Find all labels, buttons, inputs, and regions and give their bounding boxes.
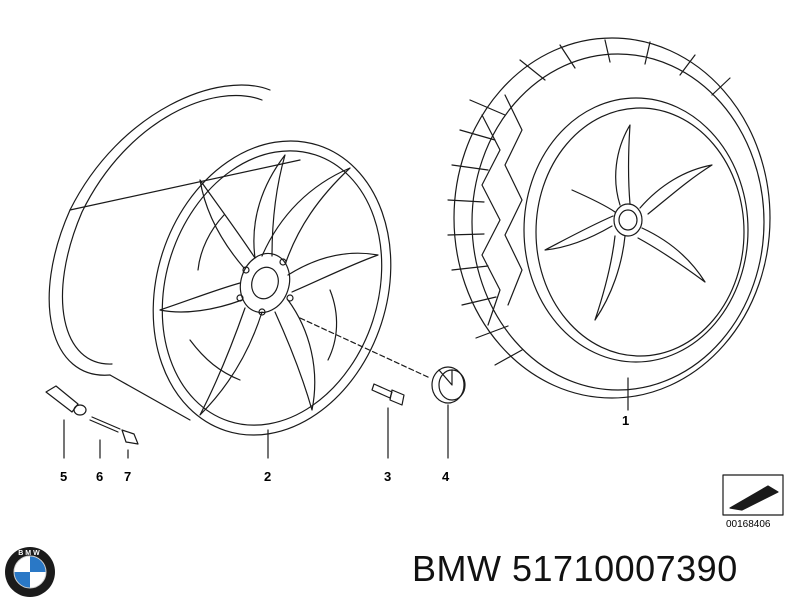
callout-4: 4 (442, 469, 450, 484)
svg-text:BMW: BMW (18, 550, 42, 557)
callout-1: 1 (622, 413, 630, 428)
valve-drawing (45, 385, 87, 459)
rim-drawing (48, 84, 392, 459)
valve-cap-drawing (121, 429, 139, 459)
callout-2: 2 (264, 469, 272, 484)
hub-cap-drawing (299, 317, 466, 459)
valve-insert-drawing (89, 416, 121, 459)
callout-6: 6 (96, 469, 104, 484)
part-number-caption: BMW 51710007390 (412, 548, 738, 589)
reference-code: 00168406 (726, 519, 771, 530)
wheel-bolt-drawing (371, 383, 405, 459)
callout-3: 3 (384, 469, 392, 484)
callout-7: 7 (124, 469, 132, 484)
callout-5: 5 (60, 469, 68, 484)
reference-arrow-box (722, 474, 784, 516)
bmw-logo-icon: BMW (5, 547, 55, 597)
wheel-with-tire-drawing (447, 37, 771, 411)
